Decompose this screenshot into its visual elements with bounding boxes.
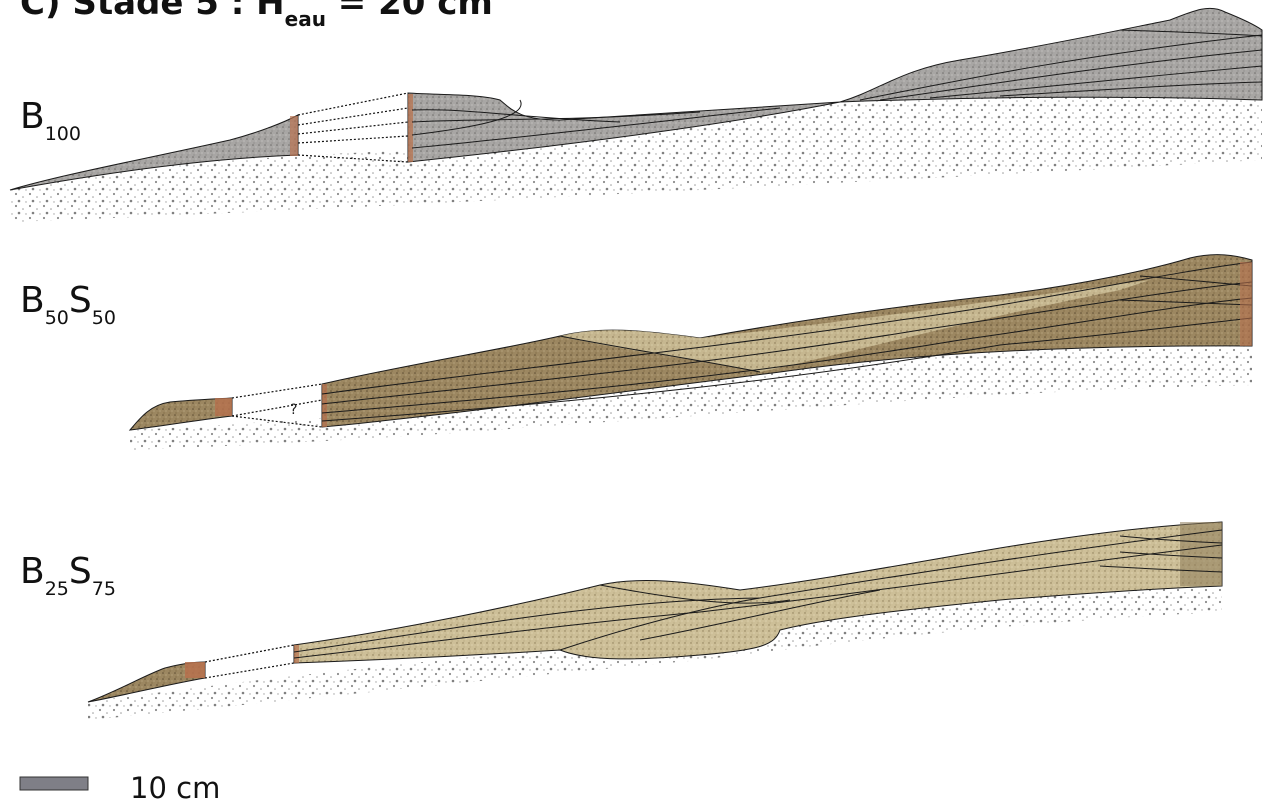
reddish-fringe <box>408 94 413 162</box>
gap-correlation-b25s75 <box>205 645 294 678</box>
profile-label-b50s50: B50S50 <box>20 280 116 329</box>
profile-label-b25s75: B25S75 <box>20 551 116 600</box>
reddish-fringe <box>215 398 232 416</box>
profile-b100: B100 <box>10 8 1262 222</box>
reddish-fringe <box>1240 262 1252 346</box>
gap-question-mark: ? <box>290 402 297 418</box>
profile-b25s75: B25S75 <box>20 522 1222 720</box>
scale-bar-label: 10 cm <box>130 771 220 805</box>
profile-label-b100: B100 <box>20 96 81 145</box>
reddish-fringe <box>294 645 299 663</box>
darker-distal-deposit <box>1180 522 1222 586</box>
scale-bar <box>20 777 88 790</box>
profile-b50s50: B50S50 ? <box>20 255 1252 450</box>
reddish-fringe <box>185 662 205 678</box>
sediment-body-b100-right <box>840 8 1262 102</box>
figure-title: C) Stade 5 : Heau = 20 cm <box>20 0 493 31</box>
reddish-fringe <box>290 116 298 156</box>
